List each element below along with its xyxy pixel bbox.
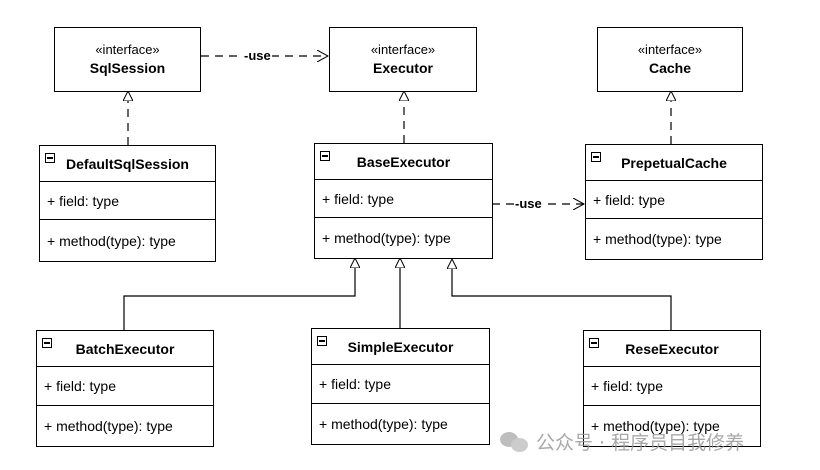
collapse-icon[interactable] (42, 338, 52, 348)
class-name: SimpleExecutor (347, 338, 454, 355)
generalization-reseexecutor-baseexecutor (452, 260, 672, 330)
class-header: SimpleExecutor (312, 329, 489, 365)
class-baseexecutor[interactable]: BaseExecutor + field: type + method(type… (314, 143, 493, 259)
class-name: BatchExecutor (75, 340, 175, 357)
class-header: DefaultSqlSession (40, 146, 215, 182)
use-label-sqlsession-executor: -use (243, 48, 272, 63)
class-method: + method(type): type (319, 416, 448, 432)
interface-stereotype: «interface» (637, 42, 703, 57)
interface-stereotype: «interface» (95, 42, 160, 57)
class-method: + method(type): type (593, 231, 722, 247)
class-field: + field: type (37, 367, 213, 406)
interface-name: Executor (373, 60, 433, 76)
class-field: + field: type (586, 181, 762, 219)
class-field: + field: type (312, 365, 489, 404)
watermark-text: 公众号 · 程序员目我修养 (536, 431, 745, 454)
class-header: PrepetualCache (586, 145, 762, 181)
class-name: DefaultSqlSession (66, 155, 189, 172)
interface-executor[interactable]: «interface» Executor (329, 27, 477, 92)
class-field: + field: type (40, 182, 215, 220)
class-name: BaseExecutor (356, 153, 451, 170)
class-method: + method(type): type (591, 418, 720, 434)
interface-stereotype: «interface» (370, 42, 436, 57)
collapse-icon[interactable] (317, 336, 327, 346)
class-method: + method(type): type (322, 230, 451, 246)
class-reseexecutor[interactable]: ReseExecutor + field: type + method(type… (583, 330, 761, 447)
wechat-logo-icon (500, 430, 530, 452)
class-method: + method(type): type (47, 232, 176, 249)
interface-sqlsession[interactable]: «interface» SqlSession (54, 27, 201, 92)
class-simpleexecutor[interactable]: SimpleExecutor + field: type + method(ty… (311, 328, 490, 445)
watermark: 公众号 · 程序员目我修养 (500, 427, 744, 455)
class-header: BaseExecutor (315, 144, 492, 180)
collapse-icon[interactable] (589, 338, 599, 348)
class-name: PrepetualCache (621, 154, 727, 171)
class-defaultsqlsession[interactable]: DefaultSqlSession + field: type + method… (39, 145, 216, 262)
use-label-baseexecutor-cache: -use (514, 196, 543, 211)
generalization-batchexecutor-baseexecutor (123, 259, 355, 330)
interface-cache[interactable]: «interface» Cache (597, 27, 743, 92)
interface-name: Cache (648, 60, 692, 76)
interface-name: SqlSession (89, 60, 166, 76)
collapse-icon[interactable] (45, 153, 55, 163)
class-header: ReseExecutor (584, 331, 760, 367)
collapse-icon[interactable] (320, 151, 330, 161)
class-batchexecutor[interactable]: BatchExecutor + field: type + method(typ… (36, 330, 214, 447)
class-name: ReseExecutor (625, 340, 719, 357)
class-prepetualcache[interactable]: PrepetualCache + field: type + method(ty… (585, 144, 763, 260)
class-field: + field: type (315, 180, 492, 218)
class-header: BatchExecutor (37, 331, 213, 367)
collapse-icon[interactable] (591, 152, 601, 162)
class-field: + field: type (584, 367, 760, 406)
class-method: + method(type): type (44, 418, 173, 434)
